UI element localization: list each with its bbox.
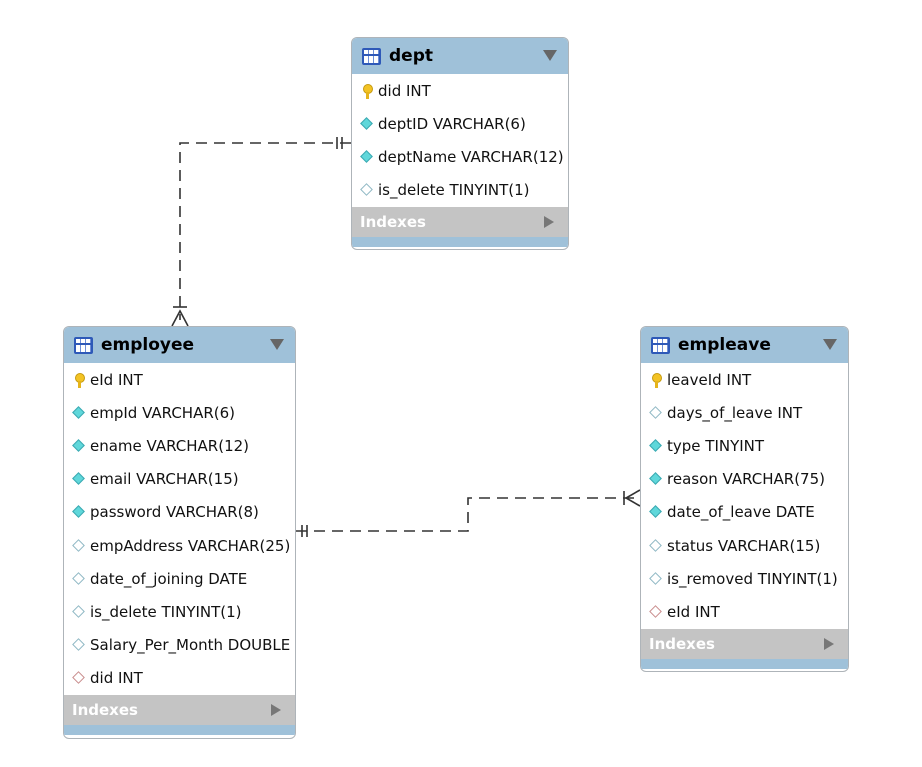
column-row[interactable]: status VARCHAR(15) <box>641 529 848 562</box>
column-row[interactable]: empId VARCHAR(6) <box>64 396 295 429</box>
table-empleave[interactable]: empleave leaveId INT days_of_leave INT t… <box>640 326 849 672</box>
column-label: password VARCHAR(8) <box>90 503 259 522</box>
column-row[interactable]: email VARCHAR(15) <box>64 463 295 496</box>
indexes-section[interactable]: Indexes <box>641 628 848 659</box>
relationship-employee-empleave[interactable] <box>296 489 641 537</box>
indexes-label: Indexes <box>649 634 715 653</box>
table-icon <box>362 47 381 65</box>
column-label: deptID VARCHAR(6) <box>378 114 526 133</box>
column-label: did INT <box>378 81 431 100</box>
indexes-label: Indexes <box>72 700 138 719</box>
column-label: empId VARCHAR(6) <box>90 403 235 422</box>
table-name: dept <box>389 46 433 66</box>
column-row[interactable]: eId INT <box>641 595 848 628</box>
nullable-column-icon <box>72 539 86 553</box>
table-footer <box>64 724 295 735</box>
expand-arrow-icon[interactable] <box>824 637 834 650</box>
not-null-column-icon <box>72 505 86 519</box>
nullable-column-icon <box>360 183 374 197</box>
column-label: email VARCHAR(15) <box>90 470 239 489</box>
column-label: is_delete TINYINT(1) <box>378 181 530 200</box>
not-null-column-icon <box>360 117 374 131</box>
crows-foot-mark <box>624 489 641 507</box>
column-label: leaveId INT <box>667 370 752 389</box>
column-row[interactable]: days_of_leave INT <box>641 396 848 429</box>
column-row[interactable]: reason VARCHAR(75) <box>641 463 848 496</box>
column-row[interactable]: deptName VARCHAR(12) <box>352 140 568 173</box>
nullable-column-icon <box>649 572 663 586</box>
table-name: employee <box>101 335 195 355</box>
expand-arrow-icon[interactable] <box>544 215 554 228</box>
crows-foot-mark <box>171 309 189 327</box>
column-row[interactable]: password VARCHAR(8) <box>64 496 295 529</box>
column-label: reason VARCHAR(75) <box>667 470 825 489</box>
column-row[interactable]: deptID VARCHAR(6) <box>352 107 568 140</box>
column-label: is_delete TINYINT(1) <box>90 602 242 621</box>
column-row[interactable]: did INT <box>64 662 295 695</box>
table-dept[interactable]: dept did INT deptID VARCHAR(6) deptName … <box>351 37 569 250</box>
column-row[interactable]: leaveId INT <box>641 363 848 396</box>
column-row[interactable]: Salary_Per_Month DOUBLE <box>64 629 295 662</box>
indexes-section[interactable]: Indexes <box>352 206 568 237</box>
column-row[interactable]: ename VARCHAR(12) <box>64 429 295 462</box>
column-label: Salary_Per_Month DOUBLE <box>90 636 291 655</box>
not-null-column-icon <box>72 439 86 453</box>
column-row[interactable]: date_of_leave DATE <box>641 496 848 529</box>
column-label: ename VARCHAR(12) <box>90 436 250 455</box>
expand-arrow-icon[interactable] <box>271 703 281 716</box>
column-label: eId INT <box>90 370 143 389</box>
collapse-arrow-icon[interactable] <box>543 50 557 61</box>
column-row[interactable]: empAddress VARCHAR(25) <box>64 529 295 562</box>
column-label: is_removed TINYINT(1) <box>667 569 838 588</box>
column-label: deptName VARCHAR(12) <box>378 147 564 166</box>
table-footer <box>352 236 568 247</box>
table-name: empleave <box>678 335 771 355</box>
column-label: type TINYINT <box>667 436 765 455</box>
nullable-column-icon <box>72 638 86 652</box>
not-null-column-icon <box>649 472 663 486</box>
nullable-column-icon <box>72 605 86 619</box>
column-row[interactable]: is_delete TINYINT(1) <box>352 174 568 207</box>
primary-key-icon <box>360 83 374 99</box>
column-label: date_of_leave DATE <box>667 503 815 522</box>
table-employee[interactable]: employee eId INT empId VARCHAR(6) ename … <box>63 326 296 739</box>
foreign-key-icon <box>72 671 86 685</box>
column-row[interactable]: eId INT <box>64 363 295 396</box>
not-null-column-icon <box>649 505 663 519</box>
column-label: eId INT <box>667 602 720 621</box>
collapse-arrow-icon[interactable] <box>823 339 837 350</box>
indexes-label: Indexes <box>360 212 426 231</box>
column-row[interactable]: is_delete TINYINT(1) <box>64 595 295 628</box>
nullable-column-icon <box>72 572 86 586</box>
indexes-section[interactable]: Indexes <box>64 694 295 725</box>
column-row[interactable]: did INT <box>352 74 568 107</box>
not-null-column-icon <box>72 406 86 420</box>
not-null-column-icon <box>360 150 374 164</box>
not-null-column-icon <box>649 439 663 453</box>
table-footer <box>641 658 848 669</box>
table-header[interactable]: dept <box>352 38 568 74</box>
table-icon <box>74 336 93 354</box>
table-header[interactable]: empleave <box>641 327 848 363</box>
table-header[interactable]: employee <box>64 327 295 363</box>
column-row[interactable]: date_of_joining DATE <box>64 562 295 595</box>
primary-key-icon <box>649 372 663 388</box>
column-label: did INT <box>90 669 143 688</box>
not-null-column-icon <box>72 472 86 486</box>
collapse-arrow-icon[interactable] <box>270 339 284 350</box>
table-icon <box>651 336 670 354</box>
column-label: status VARCHAR(15) <box>667 536 821 555</box>
column-label: days_of_leave INT <box>667 403 803 422</box>
relationship-dept-employee[interactable] <box>171 137 351 327</box>
nullable-column-icon <box>649 406 663 420</box>
column-row[interactable]: type TINYINT <box>641 429 848 462</box>
primary-key-icon <box>72 372 86 388</box>
foreign-key-icon <box>649 605 663 619</box>
column-label: date_of_joining DATE <box>90 569 248 588</box>
column-row[interactable]: is_removed TINYINT(1) <box>641 562 848 595</box>
nullable-column-icon <box>649 539 663 553</box>
column-label: empAddress VARCHAR(25) <box>90 536 291 555</box>
